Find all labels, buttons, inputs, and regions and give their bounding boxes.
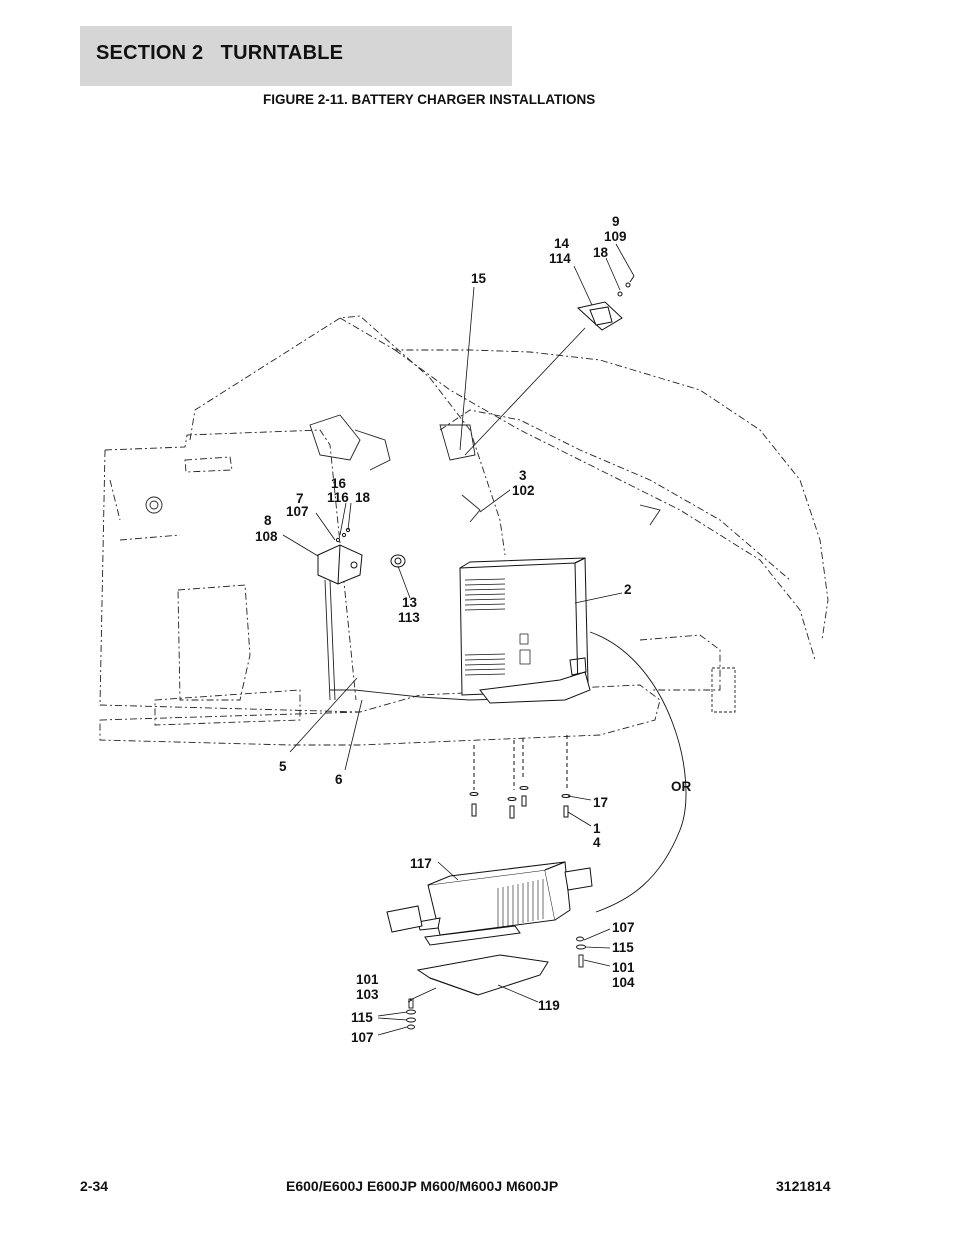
callout-16: 16: [331, 476, 347, 491]
callout-3: 3: [519, 468, 527, 483]
callout-8: 8: [264, 513, 272, 528]
leader-lines: [282, 243, 635, 1036]
callout-107: 107: [286, 504, 309, 519]
callout-107: 107: [612, 920, 635, 935]
figure-title: FIGURE 2-11. BATTERY CHARGER INSTALLATIO…: [263, 92, 596, 107]
callout-117: 117: [410, 856, 432, 871]
callout-18: 18: [355, 490, 371, 505]
callout-101: 101: [356, 972, 379, 987]
callout-1: 1: [593, 821, 601, 836]
floor-plate: [99, 684, 661, 746]
callout-2: 2: [624, 582, 632, 597]
plug-bracket: [576, 275, 635, 331]
or-curve: [589, 631, 687, 913]
callout-115: 115: [612, 940, 634, 955]
callout-108: 108: [255, 529, 278, 544]
callout-101: 101: [612, 960, 635, 975]
callout-13: 13: [402, 595, 418, 610]
callout-6: 6: [335, 772, 343, 787]
callout-102: 102: [512, 483, 535, 498]
document-number: 3121814: [776, 1178, 831, 1194]
callout-104: 104: [612, 975, 635, 990]
section-title: SECTION 2 TURNTABLE: [96, 42, 344, 64]
mounting-plate: [416, 954, 549, 996]
alternate-charger: [386, 861, 593, 946]
hardware-stack: [406, 936, 586, 1030]
model-list: E600/E600J E600JP M600/M600J M600JP: [286, 1178, 559, 1194]
callout-115: 115: [351, 1010, 373, 1025]
callout-9: 9: [612, 214, 620, 229]
callout-4: 4: [593, 835, 601, 850]
callout-15: 15: [471, 271, 487, 286]
callout-114: 114: [549, 251, 571, 266]
callout-labels: 9 109 14 114 18 15 3 102 16 116 18 7 107…: [255, 214, 692, 1045]
strain-relief: [390, 554, 406, 568]
page-number: 2-34: [80, 1178, 109, 1194]
battery-charger-box: [459, 557, 591, 704]
callout-5: 5: [279, 759, 287, 774]
callout-18: 18: [593, 245, 609, 260]
callout-119: 119: [538, 998, 560, 1013]
callout-17: 17: [593, 795, 608, 810]
callout-116: 116: [327, 490, 349, 505]
callout-or: OR: [671, 779, 692, 794]
callout-7: 7: [296, 491, 304, 506]
callout-14: 14: [554, 236, 570, 251]
mounting-bracket: [317, 527, 363, 585]
section-header-bar: SECTION 2 TURNTABLE: [80, 26, 512, 86]
callout-107: 107: [351, 1030, 374, 1045]
callout-103: 103: [356, 987, 379, 1002]
frame-outline: [104, 429, 357, 701]
callout-113: 113: [398, 610, 420, 625]
callout-109: 109: [604, 229, 627, 244]
floor-bolts: [469, 735, 571, 819]
